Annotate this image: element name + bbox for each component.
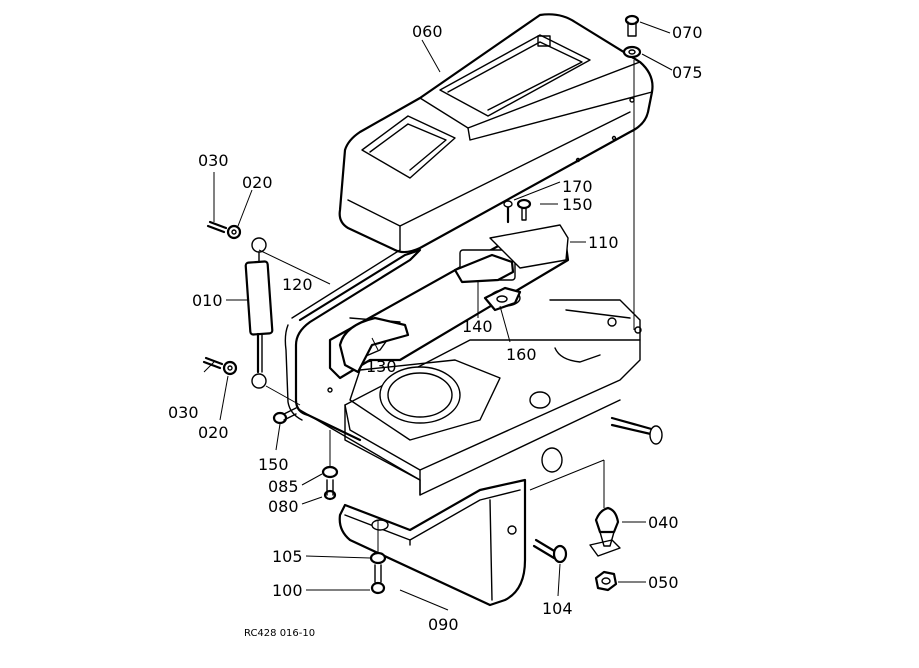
callout-150-right: 150 [562, 195, 593, 214]
callout-140: 140 [462, 317, 493, 336]
callout-020-top: 020 [242, 173, 273, 192]
callout-130: 130 [366, 357, 397, 376]
callout-060: 060 [412, 22, 443, 41]
bracket-130 [338, 316, 410, 374]
callout-075: 075 [672, 63, 703, 82]
callout-110: 110 [588, 233, 619, 252]
bolt-100 [370, 564, 386, 595]
leader-lines [203, 21, 673, 611]
washer-075 [622, 45, 642, 59]
upper-cover-060 [338, 13, 654, 254]
bolt-150-left [272, 407, 297, 425]
callout-104: 104 [542, 599, 573, 618]
plate-160 [483, 286, 522, 312]
callout-090: 090 [428, 615, 459, 634]
lower-cover-090 [338, 478, 527, 607]
callout-085: 085 [268, 477, 299, 496]
bolt-080 [323, 479, 337, 501]
washer-020-top [226, 224, 242, 240]
callout-labels: 060 070 075 030 020 010 120 030 020 170 … [168, 22, 703, 639]
washer-020-bottom [222, 360, 238, 376]
callout-010: 010 [192, 291, 223, 310]
callout-040: 040 [648, 513, 679, 532]
callout-170: 170 [562, 177, 593, 196]
nut-050 [594, 570, 618, 592]
callout-160: 160 [506, 345, 537, 364]
bolt-104 [532, 538, 568, 564]
callout-020-bottom: 020 [198, 423, 229, 442]
bolt-070 [624, 14, 640, 37]
callout-030-top: 030 [198, 151, 229, 170]
bracket-140 [453, 253, 515, 284]
bracket-110 [489, 224, 569, 269]
callout-030-bottom: 030 [168, 403, 199, 422]
trim-gasket-120 [284, 248, 422, 442]
gas-spring-010 [244, 237, 274, 389]
callout-080: 080 [268, 497, 299, 516]
washer-105 [369, 551, 387, 565]
callout-150-left: 150 [258, 455, 289, 474]
bolt-150-right [516, 198, 532, 221]
callout-100: 100 [272, 581, 303, 600]
callout-120: 120 [282, 275, 313, 294]
callout-105: 105 [272, 547, 303, 566]
callout-070: 070 [672, 23, 703, 42]
washer-085 [321, 465, 339, 479]
reference-code: RC428 016-10 [244, 628, 315, 639]
pin-030-bottom [202, 356, 224, 370]
pin-030-top [206, 220, 228, 234]
callout-050: 050 [648, 573, 679, 592]
knob-040 [589, 506, 621, 557]
screw-170 [503, 200, 513, 224]
